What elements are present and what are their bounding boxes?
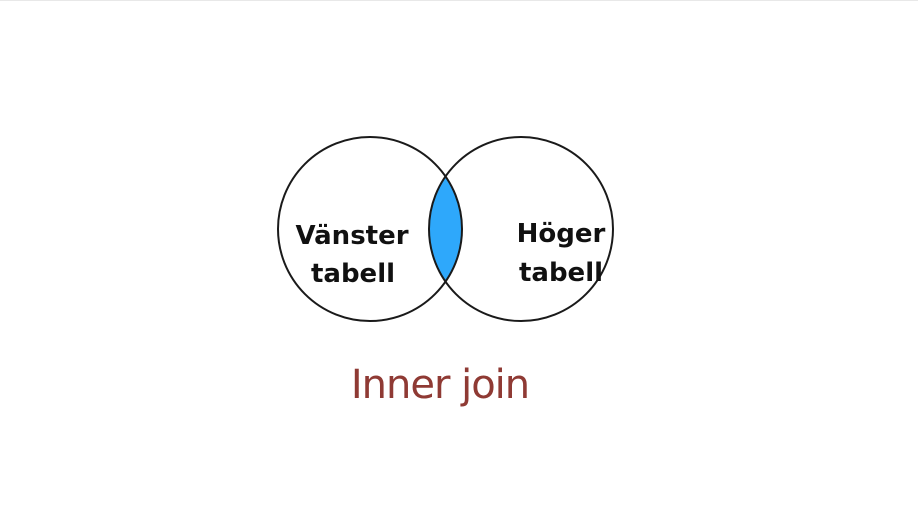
left-table-circle: [277, 136, 463, 322]
left-table-label-line1: Vänster: [295, 221, 408, 251]
top-divider: [0, 0, 918, 1]
diagram-caption: Inner join: [350, 362, 530, 408]
right-table-label-line2: tabell: [519, 258, 603, 288]
right-table-label-line1: Höger: [517, 219, 606, 249]
right-table-circle: [428, 136, 614, 322]
left-table-label-line2: tabell: [311, 259, 395, 289]
